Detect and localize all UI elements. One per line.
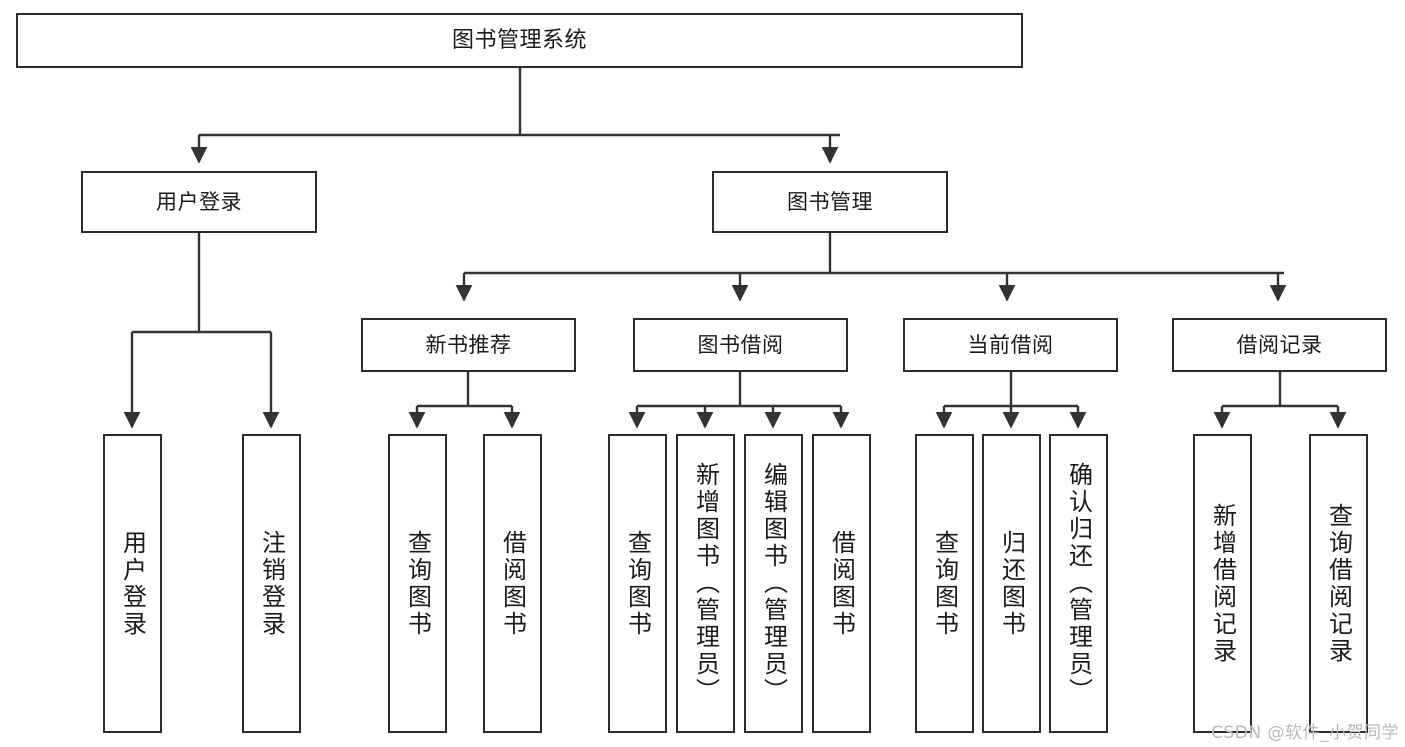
node-leaf-borrow-book-a[interactable]: 借阅图书 (483, 434, 542, 733)
node-book-borrow[interactable]: 图书借阅 (633, 318, 848, 372)
node-book-manage[interactable]: 图书管理 (712, 171, 948, 233)
node-leaf-logout[interactable]: 注销登录 (242, 434, 301, 733)
node-borrow-record-label: 借阅记录 (1236, 332, 1323, 357)
node-current-borrow-label: 当前借阅 (967, 332, 1054, 357)
node-new-book-recommend-label: 新书推荐 (425, 332, 512, 357)
node-leaf-add-record-label: 新增借阅记录 (1208, 502, 1237, 665)
node-leaf-query-record-label: 查询借阅记录 (1324, 502, 1353, 665)
node-book-borrow-label: 图书借阅 (697, 332, 784, 357)
node-leaf-query-book-c-label: 查询图书 (930, 529, 959, 638)
node-root-label: 图书管理系统 (451, 27, 587, 53)
node-leaf-user-login-label: 用户登录 (118, 529, 147, 638)
node-new-book-recommend[interactable]: 新书推荐 (361, 318, 576, 372)
node-leaf-return-book-label: 归还图书 (997, 529, 1026, 638)
node-leaf-add-book[interactable]: 新增图书（管理员） (676, 434, 735, 733)
node-leaf-query-book-a-label: 查询图书 (403, 529, 432, 638)
node-leaf-query-book-b[interactable]: 查询图书 (608, 434, 667, 733)
node-leaf-add-record[interactable]: 新增借阅记录 (1193, 434, 1252, 733)
node-current-borrow[interactable]: 当前借阅 (903, 318, 1118, 372)
node-leaf-borrow-book-a-label: 借阅图书 (498, 529, 527, 638)
node-leaf-query-book-a[interactable]: 查询图书 (388, 434, 447, 733)
node-leaf-confirm-return-label: 确认归还（管理员） (1064, 462, 1093, 705)
node-leaf-query-book-c[interactable]: 查询图书 (915, 434, 974, 733)
node-leaf-confirm-return[interactable]: 确认归还（管理员） (1049, 434, 1108, 733)
node-leaf-borrow-book-b-label: 借阅图书 (827, 529, 856, 638)
node-user-login[interactable]: 用户登录 (81, 171, 317, 233)
node-book-manage-label: 图书管理 (787, 189, 873, 214)
node-leaf-return-book[interactable]: 归还图书 (982, 434, 1041, 733)
node-leaf-borrow-book-b[interactable]: 借阅图书 (812, 434, 871, 733)
node-leaf-edit-book-label: 编辑图书（管理员） (759, 462, 788, 705)
node-root[interactable]: 图书管理系统 (16, 13, 1023, 68)
node-leaf-edit-book[interactable]: 编辑图书（管理员） (744, 434, 803, 733)
node-borrow-record[interactable]: 借阅记录 (1172, 318, 1387, 372)
watermark: CSDN @软件_小贺同学 (1211, 723, 1399, 743)
node-leaf-logout-label: 注销登录 (257, 529, 286, 638)
node-user-login-label: 用户登录 (156, 189, 242, 214)
node-leaf-query-book-b-label: 查询图书 (623, 529, 652, 638)
node-leaf-add-book-label: 新增图书（管理员） (691, 462, 720, 705)
node-leaf-query-record[interactable]: 查询借阅记录 (1309, 434, 1368, 733)
node-leaf-user-login[interactable]: 用户登录 (103, 434, 162, 733)
